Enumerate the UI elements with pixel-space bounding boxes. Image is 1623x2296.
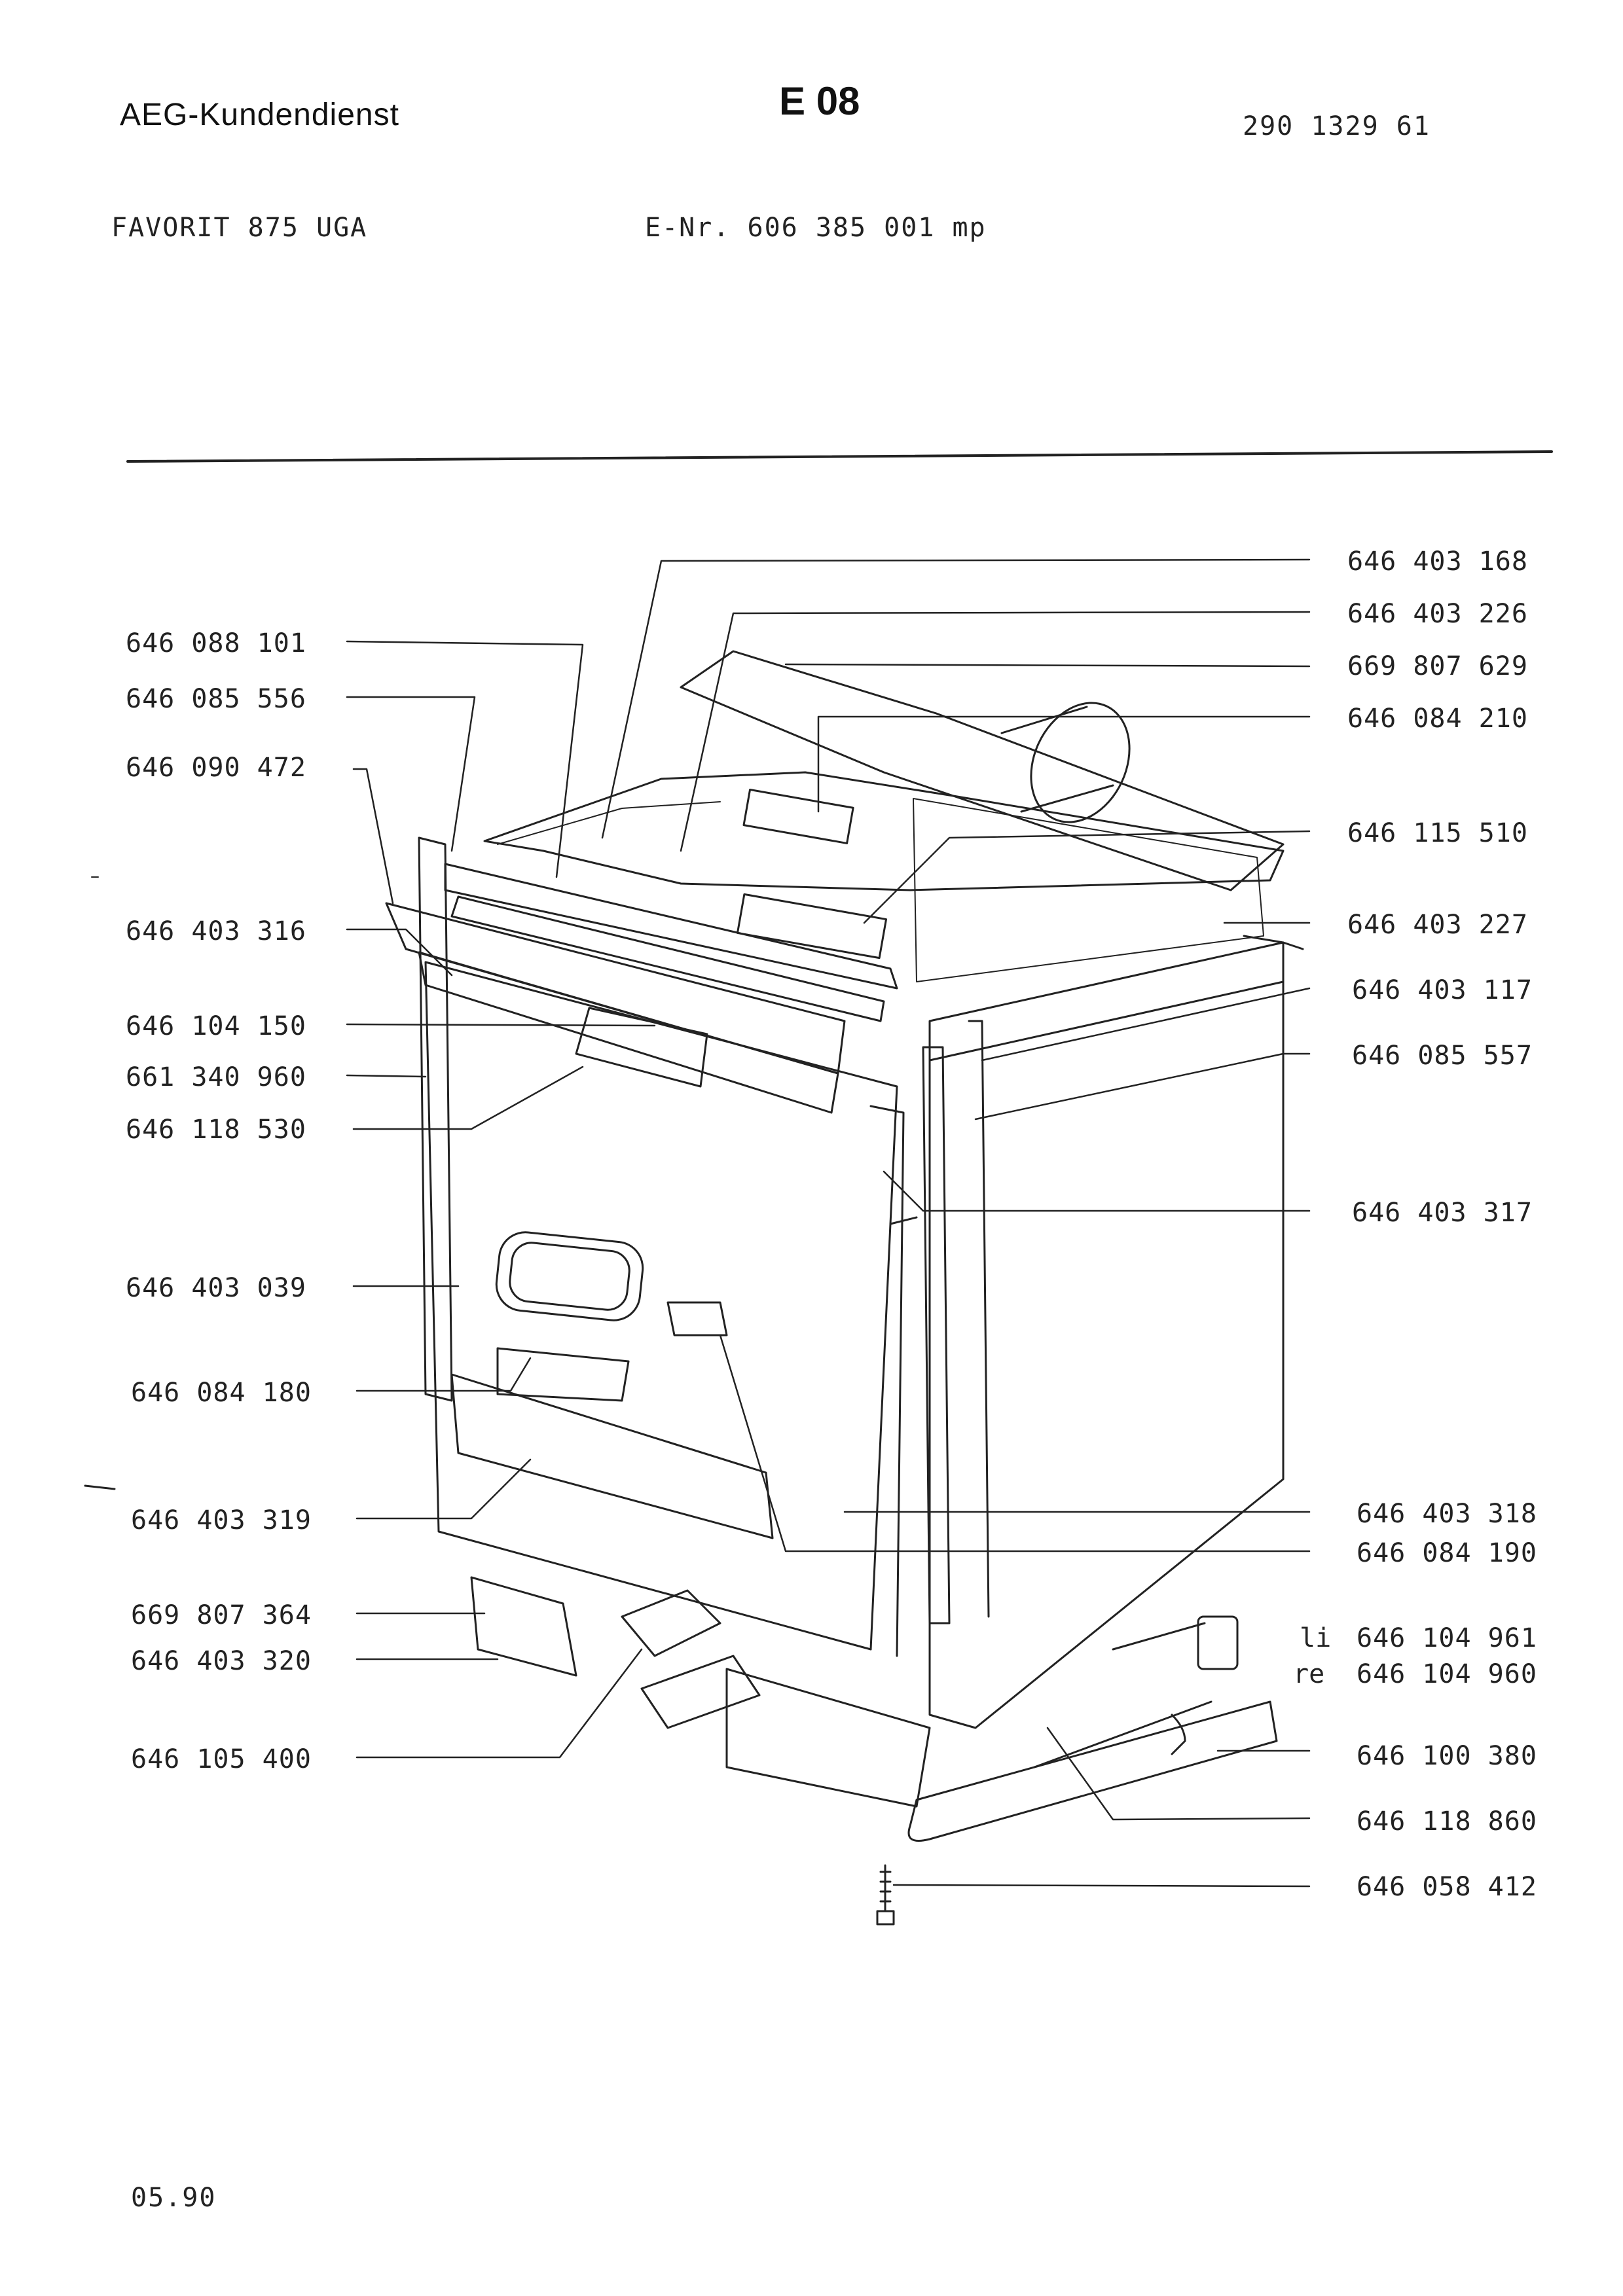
top-insulation-panel xyxy=(483,771,1285,891)
side-panel-small xyxy=(470,1576,577,1677)
part-label-left-2: 646 085 556 xyxy=(126,684,306,714)
model-name: FAVORIT 875 UGA xyxy=(111,213,368,243)
part-label-right-2: 646 403 226 xyxy=(1347,599,1528,629)
brand-title: AEG-Kundendienst xyxy=(120,98,399,132)
part-label-right-11: 646 084 190 xyxy=(1357,1538,1537,1568)
solenoid-valve xyxy=(1197,1615,1239,1670)
part-label-right-7: 646 403 117 xyxy=(1352,975,1533,1005)
plinth-plate xyxy=(725,1668,931,1808)
header-rule xyxy=(126,450,1553,463)
revision-date: 05.90 xyxy=(131,2183,217,2213)
part-label-left-4: 646 403 316 xyxy=(126,916,306,946)
part-label-right-9: 646 403 317 xyxy=(1352,1198,1533,1228)
part-label-left-6: 661 340 960 xyxy=(126,1062,306,1092)
part-label-right-3: 669 807 629 xyxy=(1347,651,1528,681)
part-label-right-6: 646 403 227 xyxy=(1347,910,1528,940)
part-label-right-5: 646 115 510 xyxy=(1347,818,1528,848)
part-label-left-12: 646 403 320 xyxy=(131,1646,312,1676)
control-fascia xyxy=(385,902,846,1075)
part-label-left-7: 646 118 530 xyxy=(126,1115,306,1145)
sheet-code: E 08 xyxy=(779,79,860,123)
e-number: E-Nr. 606 385 001 mp xyxy=(645,213,987,243)
part-label-left-3: 646 090 472 xyxy=(126,753,306,783)
door-panel xyxy=(424,961,898,1651)
side-mark-right: re xyxy=(1293,1659,1325,1689)
part-label-right-12: 646 104 961 xyxy=(1357,1623,1537,1653)
part-label-left-10: 646 403 319 xyxy=(131,1505,312,1535)
lower-kick-plate xyxy=(450,1373,774,1539)
part-label-left-9: 646 084 180 xyxy=(131,1378,312,1408)
part-label-left-11: 669 807 364 xyxy=(131,1600,312,1630)
part-label-right-13: 646 104 960 xyxy=(1357,1659,1537,1689)
heating-element xyxy=(907,1700,1278,1842)
terminal-block xyxy=(736,893,888,960)
cover-sheet xyxy=(680,650,1285,891)
left-side-strip xyxy=(418,836,453,1402)
part-label-right-14: 646 100 380 xyxy=(1357,1741,1537,1771)
part-label-right-1: 646 403 168 xyxy=(1347,547,1528,577)
part-label-right-4: 646 084 210 xyxy=(1347,704,1528,734)
switch-bracket xyxy=(742,788,854,844)
part-label-right-10: 646 403 318 xyxy=(1357,1499,1537,1529)
part-label-left-8: 646 403 039 xyxy=(126,1273,306,1303)
hose xyxy=(1171,1713,1186,1755)
rear-panel xyxy=(913,798,1264,982)
part-label-right-8: 646 085 557 xyxy=(1352,1041,1533,1071)
part-label-left-5: 646 104 150 xyxy=(126,1011,306,1041)
leveling-foot xyxy=(876,1864,895,1926)
vertical-profile xyxy=(922,1046,951,1624)
part-label-left-1: 646 088 101 xyxy=(126,628,306,658)
side-mark-left: li xyxy=(1300,1623,1332,1653)
part-label-right-16: 646 058 412 xyxy=(1357,1872,1537,1902)
part-label-left-13: 646 105 400 xyxy=(131,1744,312,1774)
document-number: 290 1329 61 xyxy=(1243,111,1431,141)
pump-assembly xyxy=(621,1589,721,1657)
door-handle-window xyxy=(495,1231,644,1321)
hinge-bracket xyxy=(666,1301,728,1336)
insulation-roll xyxy=(1030,702,1131,823)
part-label-right-15: 646 118 860 xyxy=(1357,1806,1537,1837)
